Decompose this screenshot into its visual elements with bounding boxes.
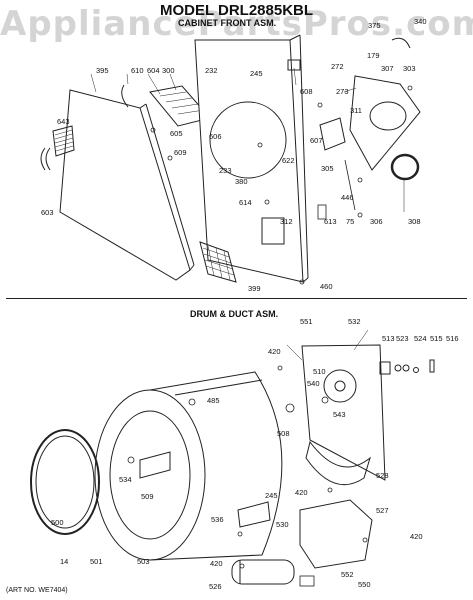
hardware-screws xyxy=(150,85,413,285)
cabinet-front-panel xyxy=(194,34,309,283)
felt-seal xyxy=(390,153,420,181)
part-label: 524 xyxy=(414,334,427,343)
toe-grille xyxy=(199,241,237,283)
part-label: 509 xyxy=(141,492,154,501)
drum-hardware xyxy=(127,365,368,587)
rollers-513-516 xyxy=(379,359,435,375)
diagram-title: MODEL DRL2885KBL xyxy=(159,2,314,19)
section-divider xyxy=(6,298,467,299)
section-title-cabinet-front: CABINET FRONT ASM. xyxy=(178,18,277,28)
part-label: 232 xyxy=(205,66,218,75)
part-label: 420 xyxy=(210,559,223,568)
rear-drum-bulkhead xyxy=(301,344,386,481)
door-panel xyxy=(59,89,195,281)
part-label: 395 xyxy=(96,66,109,75)
part-label: 420 xyxy=(295,488,308,497)
part-label: 460 xyxy=(320,282,333,291)
part-label: 305 xyxy=(321,164,334,173)
part-label: 446 xyxy=(341,193,354,202)
part-label: 513 xyxy=(382,334,395,343)
part-label: 306 xyxy=(370,217,383,226)
idler-bracket xyxy=(237,501,271,528)
part-label: 608 xyxy=(300,87,313,96)
part-label: 340 xyxy=(414,17,427,26)
door-handle xyxy=(40,147,51,171)
dryer-drum xyxy=(94,371,283,561)
part-label: 526 xyxy=(209,582,222,591)
part-label: 528 xyxy=(376,471,389,480)
part-label: 508 xyxy=(277,429,290,438)
drive-motor xyxy=(231,559,295,585)
part-label: 273 xyxy=(336,87,349,96)
part-label: 420 xyxy=(410,532,423,541)
part-label: 485 xyxy=(207,396,220,405)
part-label: 307 xyxy=(381,64,394,73)
part-label: 380 xyxy=(235,177,248,186)
part-label: 604 xyxy=(147,66,160,75)
part-label: 500 xyxy=(51,518,64,527)
part-label: 532 xyxy=(348,317,361,326)
part-label: 534 xyxy=(119,475,132,484)
part-label: 245 xyxy=(265,491,278,500)
part-label: 311 xyxy=(350,106,362,115)
part-label: 550 xyxy=(358,580,371,589)
part-label: 551 xyxy=(300,317,313,326)
part-label: 420 xyxy=(268,347,281,356)
part-label: 300 xyxy=(162,66,175,75)
part-label: 605 xyxy=(170,129,183,138)
part-label: 501 xyxy=(90,557,103,566)
part-label: 527 xyxy=(376,506,389,515)
part-label: 233 xyxy=(219,166,232,175)
part-label: 503 xyxy=(137,557,150,566)
clip-340 xyxy=(391,37,411,49)
part-label: 609 xyxy=(174,148,187,157)
light-socket xyxy=(319,117,346,151)
part-label: 540 xyxy=(307,379,320,388)
part-label: 603 xyxy=(41,208,54,217)
section-title-drum-duct: DRUM & DUCT ASM. xyxy=(190,309,279,319)
part-label: 614 xyxy=(239,198,252,207)
part-label: 399 xyxy=(248,284,261,293)
vent-grille xyxy=(52,125,75,157)
part-label: 622 xyxy=(282,156,295,165)
part-label: 272 xyxy=(331,62,344,71)
part-label: 515 xyxy=(430,334,443,343)
part-label: 179 xyxy=(367,51,380,60)
door-hinge xyxy=(121,84,129,108)
part-label: 607 xyxy=(310,136,323,145)
part-label: 543 xyxy=(333,410,346,419)
part-label: 375 xyxy=(368,21,381,30)
blower-duct xyxy=(299,499,373,569)
part-label: 643 xyxy=(57,117,70,126)
part-label: 610 xyxy=(131,66,144,75)
part-label: 530 xyxy=(276,520,289,529)
part-label: 536 xyxy=(211,515,224,524)
part-label: 303 xyxy=(403,64,416,73)
part-label: 552 xyxy=(341,570,354,579)
part-label: 245 xyxy=(250,69,263,78)
part-label: 75 xyxy=(346,217,355,226)
rear-bulkhead xyxy=(349,75,421,171)
part-label: 14 xyxy=(60,557,69,566)
drum-front-seal xyxy=(30,429,100,535)
part-label: 312 xyxy=(280,217,293,226)
part-label: 308 xyxy=(408,217,421,226)
art-number: (ART NO. WE7404) xyxy=(6,587,68,594)
leader-lines xyxy=(90,67,405,361)
part-label: 516 xyxy=(446,334,459,343)
part-label: 613 xyxy=(324,217,337,226)
part-label: 510 xyxy=(313,367,326,376)
part-label: 606 xyxy=(209,132,222,141)
duct-528 xyxy=(305,440,371,486)
part-label: 523 xyxy=(396,334,409,343)
